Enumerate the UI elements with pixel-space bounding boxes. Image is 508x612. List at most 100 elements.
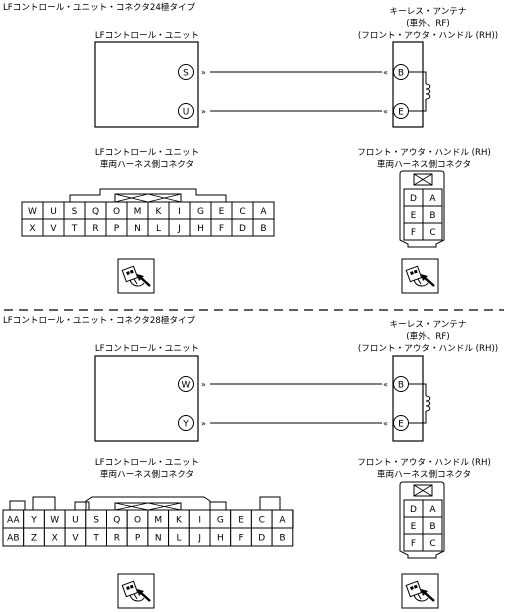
unit-terminal-mark: » (201, 380, 206, 389)
section2-title: LFコントロール・ユニット・コネクタ28極タイプ (3, 316, 196, 326)
section1-unit-label: LFコントロール・ユニット (94, 31, 200, 41)
section1-antenna-label-3: (フロント・アウタ・ハンドル (RH)) (357, 31, 499, 41)
handle-connector-1-pin-label: D (410, 194, 417, 204)
unit-terminal-mark: » (201, 107, 206, 116)
connector-28pin-pin-label: T (92, 533, 99, 543)
handle-connector-2-pin-label: A (429, 505, 436, 515)
handle-connector-1-pin-label: A (429, 194, 436, 204)
section1-unit-connector-label-2: 車両ハーネス側コネクタ (99, 160, 195, 170)
antenna-pin-1-label: B (398, 381, 404, 391)
section1-antenna-label-1: キーレス・アンテナ (389, 7, 467, 17)
antenna-terminal-mark: « (383, 419, 388, 428)
section2-handle-connector-label-2: 車両ハーネス側コネクタ (376, 470, 472, 480)
connector-28pin-pin-label: AA (7, 515, 20, 525)
unit-pin-1 (178, 64, 194, 80)
handle-connector-2-pin-label: F (411, 539, 416, 549)
handle-connector-2-pin-label: B (429, 522, 435, 532)
connector-24pin-pin-label: J (177, 224, 181, 234)
connector-28pin-pin-label: J (197, 533, 201, 543)
section2-circuit: W Y B E » » « « (94, 355, 431, 442)
section2-antenna-label-2: (車外、RF) (406, 332, 450, 342)
connector-28pin-pin-label: M (154, 515, 162, 525)
connector-24pin-pin-label: N (134, 224, 141, 234)
connector-24pin-pin-label: P (114, 224, 120, 234)
connector-28pin-pin-label: Z (31, 533, 37, 543)
connector-28pin-pin-label: L (176, 533, 181, 543)
coil-icon (425, 83, 431, 100)
connector-24pin-pin-label: B (260, 224, 266, 234)
antenna-box (392, 355, 424, 442)
section1-antenna-label-2: (車外、RF) (406, 19, 450, 29)
unit-pin-1-label: S (183, 69, 189, 79)
connector-24pin-pin-label: W (28, 207, 37, 217)
connector-24pin-pin-label: I (178, 207, 181, 217)
antenna-pin-1-label: B (398, 69, 404, 79)
antenna-pin-2-label: E (398, 108, 404, 118)
handle-connector-1-pin-label: C (429, 228, 435, 238)
section1-title: LFコントロール・ユニット・コネクタ24極タイプ (3, 3, 196, 13)
connector-28pin-pin-label: S (93, 515, 99, 525)
connector-28pin-pin-label: F (238, 533, 243, 543)
connector-28pin-pin-label: E (238, 515, 244, 525)
connector-24pin-pin-label: X (29, 224, 35, 234)
handle-connector-1-cell (422, 222, 443, 241)
handle-connector-1-pin-label: F (411, 228, 416, 238)
connector-probe-icon (116, 572, 156, 610)
connector-24pin-pin-label: V (50, 224, 57, 234)
connector-24pin-pin-label: M (134, 207, 142, 217)
handle-connector-2-pin-label: C (429, 539, 435, 549)
connector-24pin-pin-label: D (239, 224, 246, 234)
connector-28pin-pin-label: R (114, 533, 120, 543)
handle-connector-2: D A E B F C (399, 481, 445, 559)
section2-antenna-label-1: キーレス・アンテナ (389, 320, 467, 330)
section1-handle-connector-label-2: 車両ハーネス側コネクタ (376, 160, 472, 170)
handle-connector-2-pin-label: E (411, 522, 417, 532)
antenna-terminal-mark: « (383, 380, 388, 389)
handle-connector-1-pin-label: B (429, 211, 435, 221)
connector-24pin-pin-label: E (219, 207, 225, 217)
connector-24pin-pin-label: Q (92, 207, 99, 217)
connector-28pin-pin-label: AB (7, 533, 19, 543)
connector-28pin-pin-label: Y (30, 515, 37, 525)
connector-24pin-pin-label: U (50, 207, 57, 217)
connector-28pin-pin-label: P (135, 533, 141, 543)
connector-28pin-pin-label: X (52, 533, 58, 543)
connector-24pin-pin-label: S (72, 207, 78, 217)
antenna-box (392, 41, 424, 128)
connector-28pin-pin-label: G (217, 515, 224, 525)
unit-pin-2-label: U (183, 108, 190, 118)
connector-28pin-pin-label: Q (113, 515, 120, 525)
connector-28pin-pin-label: A (279, 515, 286, 525)
connector-28pin-pin-label: B (279, 533, 285, 543)
section2-handle-connector-label-1: フロント・アウタ・ハンドル (RH) (357, 458, 491, 468)
unit-pin-2-label: Y (182, 420, 189, 430)
section2-unit-connector-label-2: 車両ハーネス側コネクタ (99, 470, 195, 480)
connector-28pin-cell (271, 527, 294, 547)
lf-control-unit-box (94, 41, 199, 128)
section1-unit-connector-label-1: LFコントロール・ユニット (94, 148, 200, 158)
connector-28pin-pin-label: H (217, 533, 224, 543)
connector-28pin-pin-label: U (72, 515, 79, 525)
connector-24pin-pin-label: F (219, 224, 224, 234)
unit-pin-1-label: W (182, 381, 191, 391)
unit-pin-1 (178, 376, 194, 392)
connector-24pin-pin-label: L (156, 224, 161, 234)
unit-terminal-mark: » (201, 68, 206, 77)
connector-24pin-pin-label: K (156, 207, 163, 217)
lf-control-unit-box (94, 355, 199, 442)
connector-28pin-pin-label: V (72, 533, 79, 543)
handle-connector-2-cell (422, 533, 443, 552)
section2-unit-label: LFコントロール・ユニット (94, 344, 200, 354)
connector-24pin-cell (252, 218, 275, 237)
section2-unit-connector-label-1: LFコントロール・ユニット (94, 458, 200, 468)
connector-24pin-pin-label: T (71, 224, 78, 234)
connector-24pin-pin-label: H (197, 224, 204, 234)
section2-antenna-label-3: (フロント・アウタ・ハンドル (RH)) (357, 344, 499, 354)
unit-pin-2 (178, 415, 194, 431)
connector-probe-icon (116, 257, 156, 295)
handle-connector-2-pin-label: D (410, 505, 417, 515)
connector-28pin-pin-label: N (155, 533, 162, 543)
